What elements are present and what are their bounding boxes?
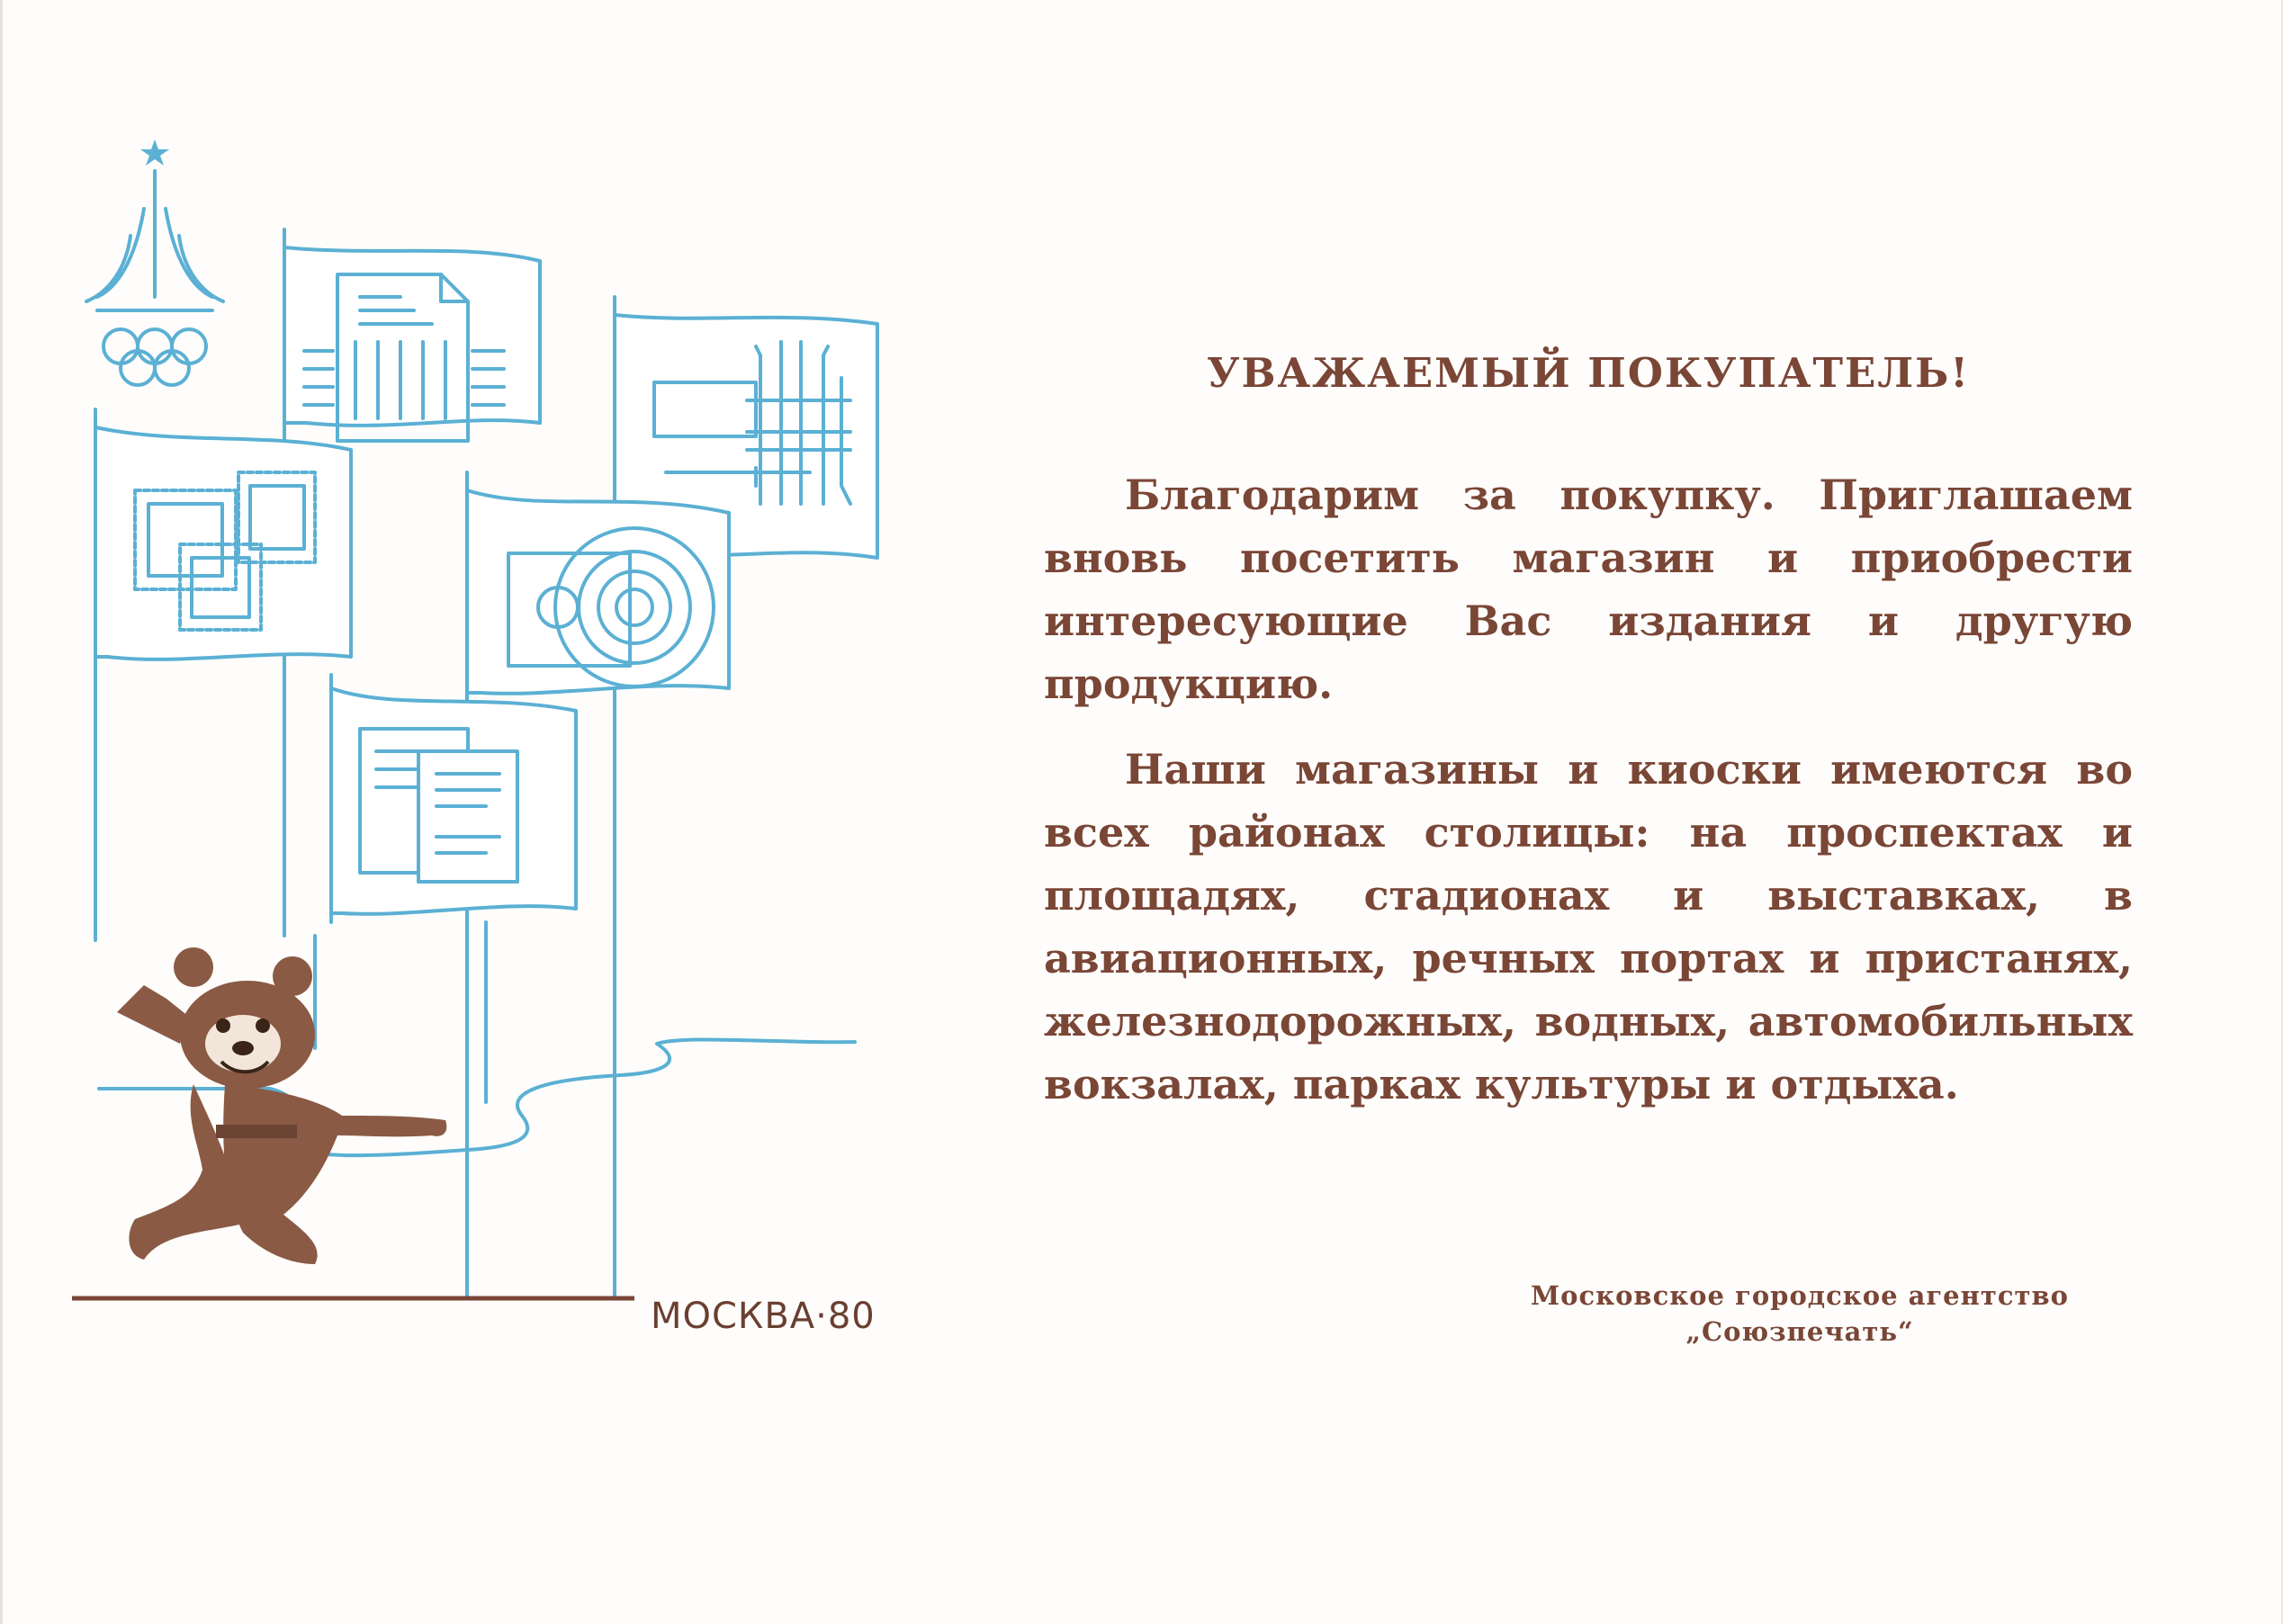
vinyl-record-icon	[507, 526, 715, 688]
bear-mascot-icon	[117, 947, 447, 1264]
pens-icon	[652, 340, 852, 506]
newspapers-icon	[358, 727, 519, 884]
signature-line-1: Московское городское агентство	[1531, 1280, 2069, 1311]
vinyl-flag	[465, 489, 731, 695]
letter-heading: УВАЖАЕМЫЙ ПОКУПАТЕЛЬ!	[1206, 349, 1971, 397]
olympic-rings-icon	[85, 139, 225, 387]
pens-flag	[613, 313, 879, 560]
letter-paragraph-1: Благодарим за покупку. Приглашаем вновь …	[1044, 471, 2133, 708]
stamps-flag	[94, 426, 353, 661]
moscow-80-caption: МОСКВА·80	[651, 1296, 876, 1337]
signature-line-2: „Союзпечать“	[1685, 1316, 1914, 1347]
letter-paragraph-2: Наши магазины и киоски имеются во всех р…	[1044, 745, 2133, 1108]
olympic-illustration	[72, 139, 879, 1301]
document-icon	[302, 273, 506, 443]
signature-block: Московское городское агентство „Союзпеча…	[1458, 1278, 2142, 1350]
stamps-icon	[133, 471, 317, 632]
newspapers-flag	[329, 686, 578, 916]
document-flag	[283, 246, 542, 443]
